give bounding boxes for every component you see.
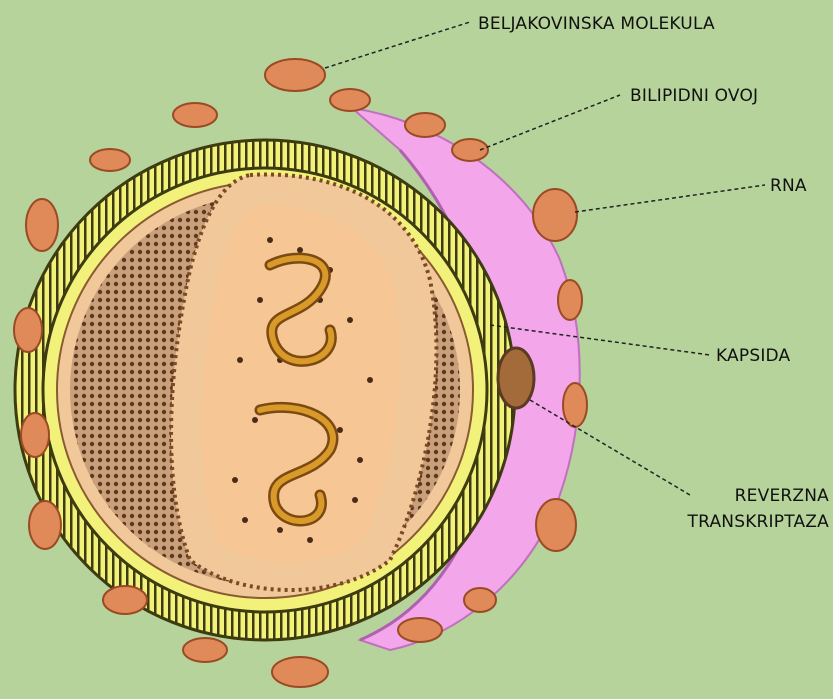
label-reverse-transcriptase-line2: TRANSKRIPTAZA (600, 512, 829, 532)
label-rna: RNA (770, 176, 807, 196)
label-reverse-transcriptase-line1: REVERZNA (630, 486, 829, 506)
label-capsid: KAPSIDA (716, 346, 790, 366)
label-protein-molecule: BELJAKOVINSKA MOLEKULA (478, 14, 715, 34)
reverse-transcriptase (498, 348, 534, 408)
label-bilipid-envelope: BILIPIDNI OVOJ (630, 86, 758, 106)
